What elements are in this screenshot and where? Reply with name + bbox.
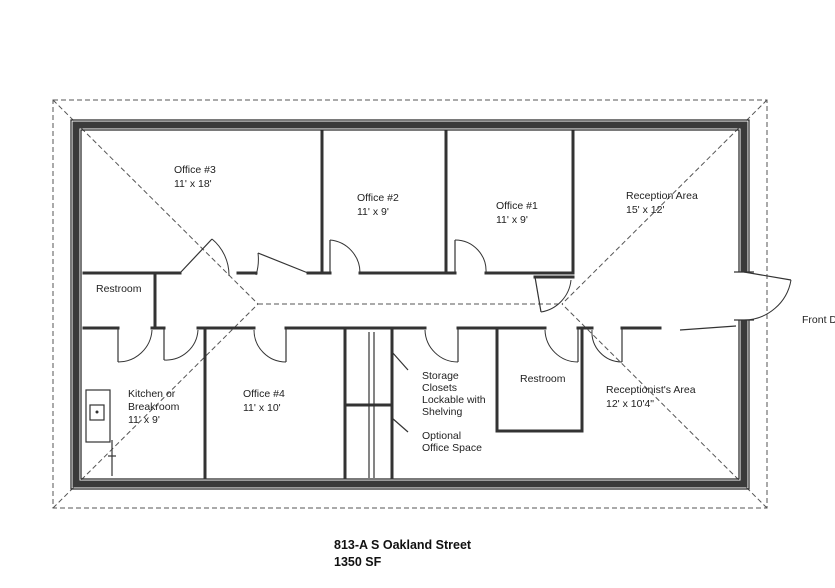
receptionist-size: 12' x 10'4" [606,398,654,410]
storage-line2: Closets [422,382,457,394]
storage-line3: Lockable with [422,394,486,406]
optional-line2: Office Space [422,442,482,454]
kitchen-size: 11' x 9' [128,414,160,426]
office2-name: Office #2 [357,192,399,204]
reception-size: 15' x 12' [626,204,664,216]
office1-size: 11' x 9' [496,214,528,226]
restroom-right-name: Restroom [520,373,566,385]
kitchen-line1: Kitchen or [128,388,176,400]
address-text: 813-A S Oakland Street [334,538,472,552]
office4-size: 11' x 10' [243,402,281,414]
storage-line1: Storage [422,370,459,382]
front-door[interactable] [734,271,792,321]
doors [117,238,623,433]
roof-outline [52,99,768,509]
kitchen-sink-icon [85,389,116,476]
reception-name: Reception Area [626,190,698,202]
office3-size: 11' x 18' [174,178,212,190]
receptionist-name: Receptionist's Area [606,384,696,396]
front-door-label: Front D [802,314,835,326]
kitchen-line2: Breakroom [128,401,180,413]
office2-size: 11' x 9' [357,206,389,218]
office4-name: Office #4 [243,388,285,400]
interior-walls [82,130,737,480]
office3-name: Office #3 [174,164,216,176]
storage-line4: Shelving [422,406,462,418]
area-text: 1350 SF [334,555,382,569]
optional-line1: Optional [422,430,461,442]
restroom-left-name: Restroom [96,283,142,295]
office1-name: Office #1 [496,200,538,212]
